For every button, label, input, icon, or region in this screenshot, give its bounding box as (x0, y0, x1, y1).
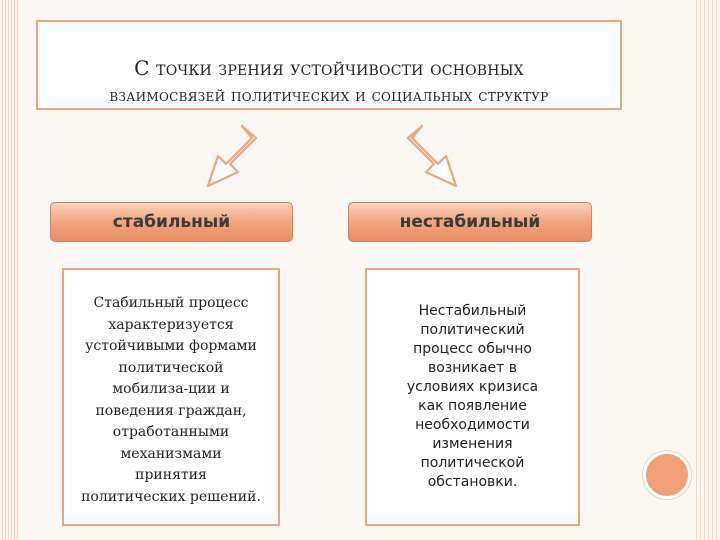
unstable-description-line: как появление (418, 398, 527, 414)
stable-description-line: мобилиза-ции и (112, 381, 230, 397)
title-line-2: взаимосвязей политических и социальных с… (109, 86, 549, 106)
unstable-description-line: Нестабильный (418, 303, 527, 319)
stable-description-line: поведения граждан, (95, 402, 247, 419)
decorative-circle (643, 451, 691, 499)
unstable-description-line: изменения (432, 436, 513, 452)
stable-description-line: принятия (135, 467, 207, 483)
left-decorative-stripes (0, 0, 18, 540)
stable-description-line: механизмами (120, 445, 222, 462)
unstable-description-line: необходимости (415, 417, 530, 433)
stable-description-line: характеризуется (108, 316, 234, 333)
title-line-1: С точки зрения устойчивости основных (134, 56, 524, 80)
stable-description-box: Стабильный процесс характеризуется устой… (62, 268, 280, 526)
stable-description-line: политических решений. (81, 488, 261, 505)
unstable-description-line: возникает в (427, 360, 518, 376)
down-right-arrow-icon (406, 124, 458, 188)
unstable-description-line: политической (420, 455, 525, 471)
unstable-description-line: политический (420, 322, 525, 338)
stable-description-line: устойчивыми формами (85, 338, 257, 354)
title-box: С точки зрения устойчивости основных вза… (36, 20, 622, 110)
unstable-description-line: условиях кризиса (406, 379, 539, 395)
unstable-description-line: обстановки. (427, 474, 518, 490)
down-left-arrow-icon (206, 124, 258, 188)
right-decorative-stripes (696, 0, 720, 540)
stable-description-line: отработанными (112, 424, 230, 440)
stable-label-pill: стабильный (50, 202, 293, 242)
unstable-label-pill: нестабильный (348, 202, 592, 242)
stable-description-line: политической (118, 359, 224, 376)
stable-description-line: Стабильный процесс (93, 295, 249, 311)
unstable-description-line: процесс обычно (413, 341, 532, 357)
unstable-description-box: Нестабильный политический процесс обычно… (365, 268, 580, 526)
